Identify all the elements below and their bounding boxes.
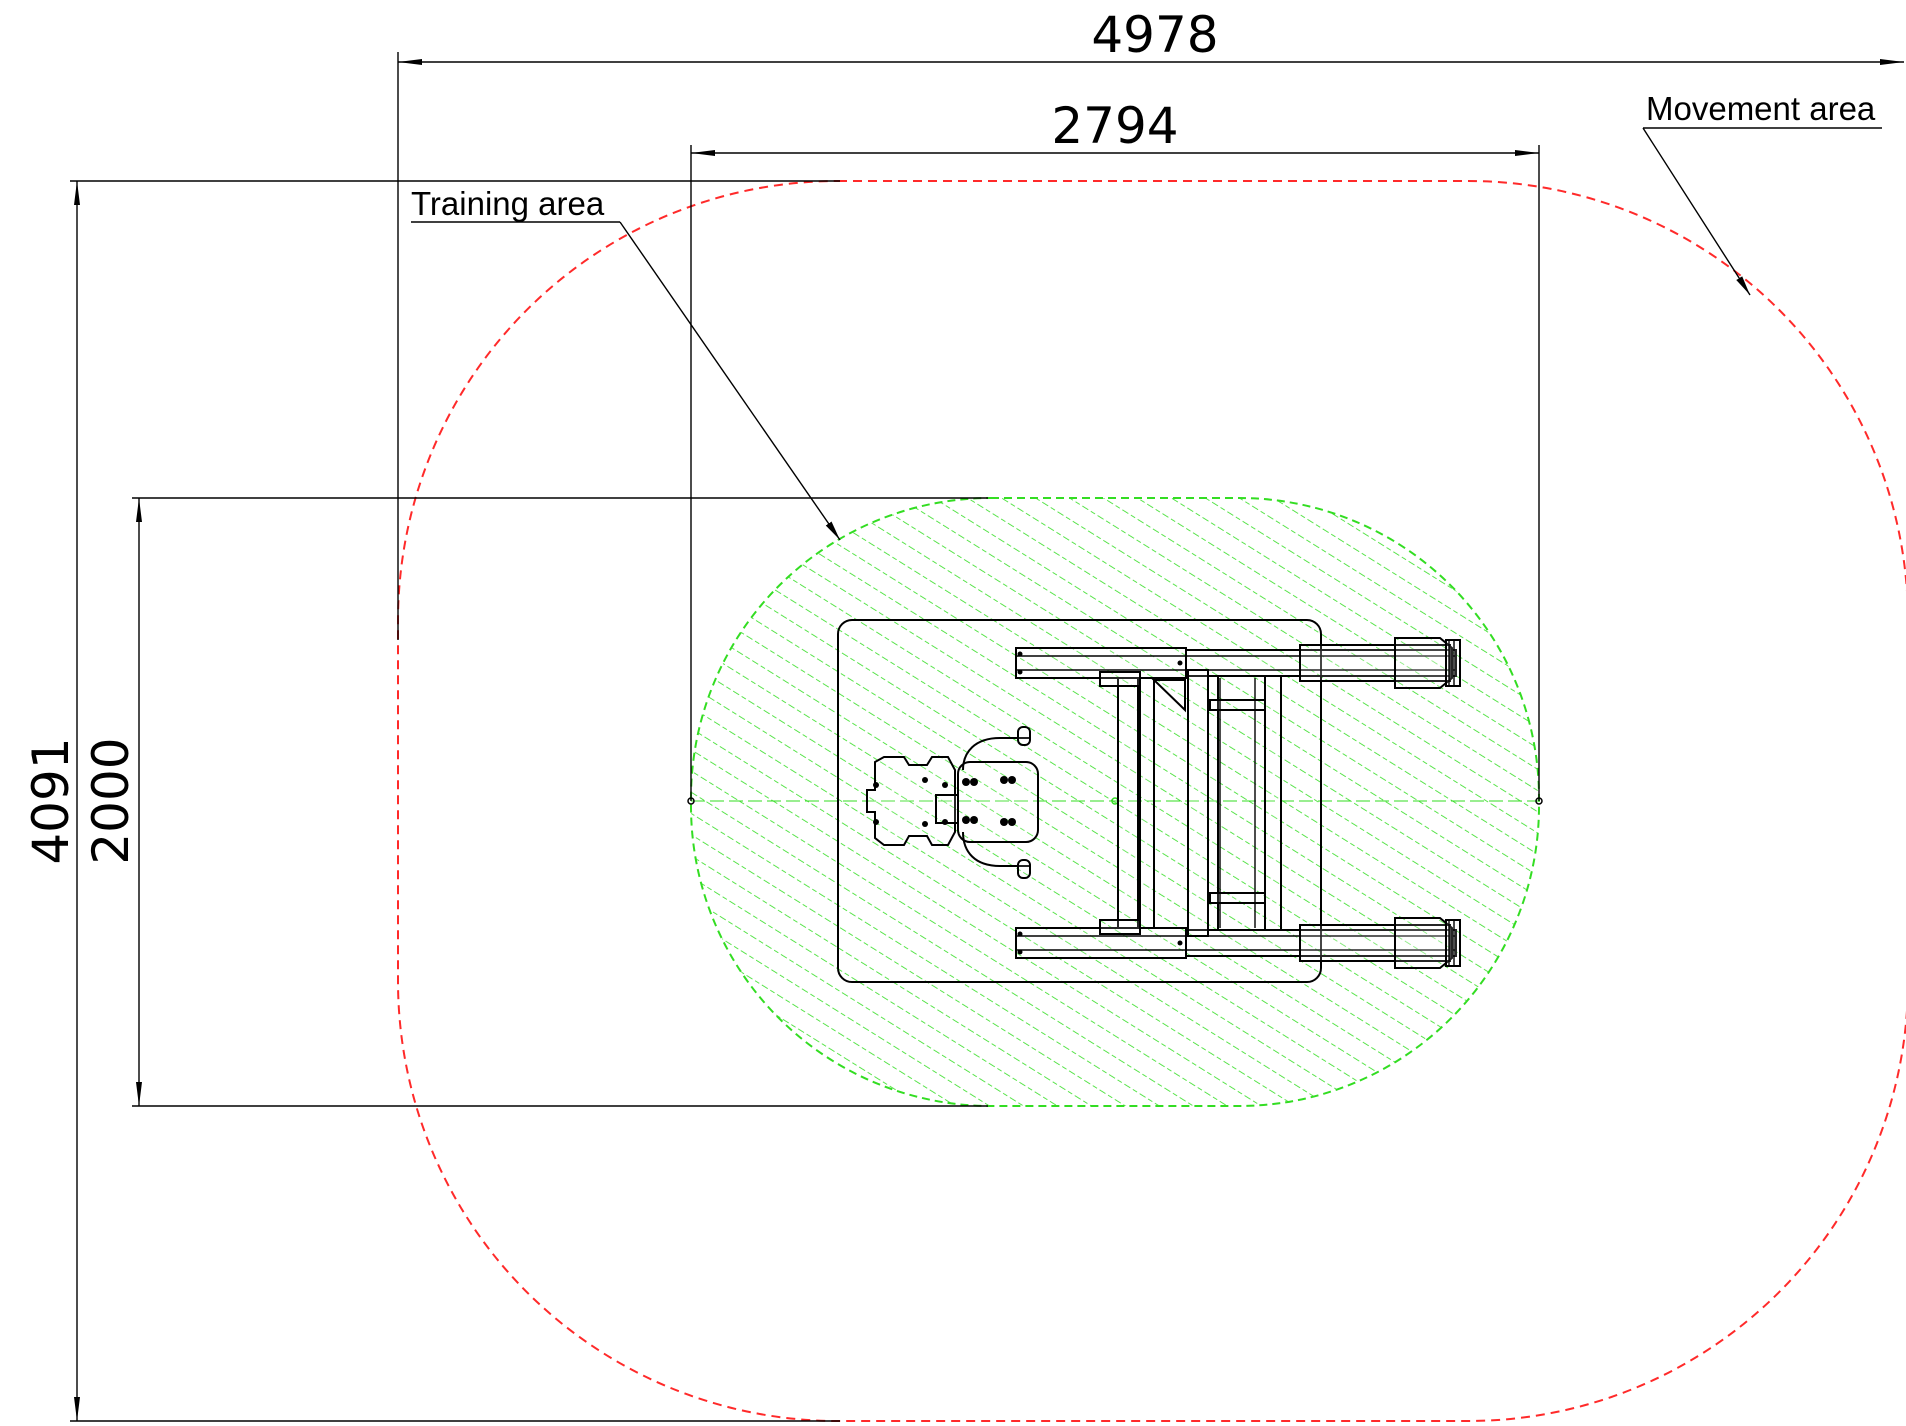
movement-area-label: Movement area (1646, 90, 1876, 127)
training-area-label: Training area (411, 185, 605, 222)
dim-overall-width: 4978 (1091, 6, 1218, 64)
dim-overall-depth: 4091 (22, 737, 80, 864)
dimension-lines (70, 52, 1904, 1422)
training-area-hatch (690, 497, 1540, 1107)
training-area-leader (411, 221, 841, 541)
dim-training-depth: 2000 (82, 737, 140, 864)
seat-assembly (866, 726, 1039, 879)
base-plate (837, 619, 1322, 983)
frame-assembly (1015, 637, 1461, 969)
dim-training-width: 2794 (1051, 97, 1178, 155)
movement-area-boundary (397, 180, 1906, 1422)
movement-area-leader (1642, 127, 1882, 296)
